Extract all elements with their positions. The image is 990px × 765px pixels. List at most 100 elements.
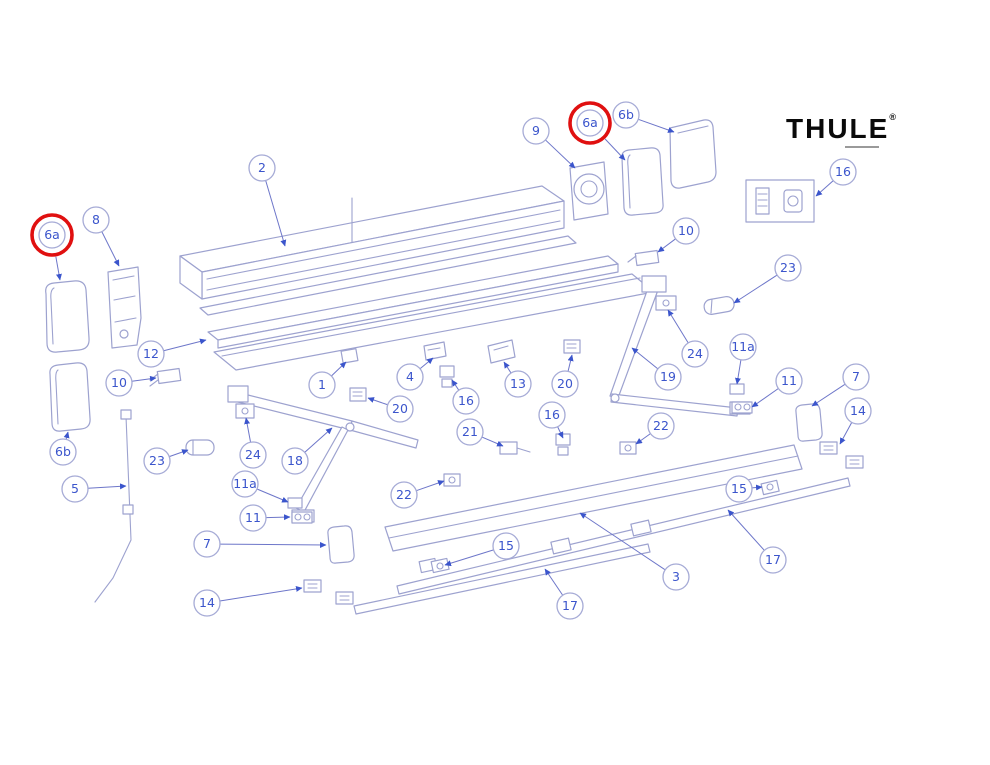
leader-17 xyxy=(544,568,564,596)
callout-3: 3 xyxy=(662,563,690,591)
part-24-right xyxy=(655,295,677,311)
part-21 xyxy=(499,441,531,455)
part-13 xyxy=(487,339,516,364)
leader-17 xyxy=(727,509,765,551)
mount-bracket-8 xyxy=(107,266,142,349)
endcap-6b-left xyxy=(49,362,91,432)
leader-23 xyxy=(169,449,189,458)
callout-16: 16 xyxy=(452,387,480,415)
highlight-ring xyxy=(30,213,74,257)
callout-label: 6b xyxy=(55,444,71,459)
part-23-left xyxy=(185,439,215,456)
callout-label: 21 xyxy=(462,424,478,439)
callout-6b: 6b xyxy=(612,101,640,129)
leader-8 xyxy=(101,231,120,267)
callout-label: 5 xyxy=(71,481,79,496)
part-7-left xyxy=(327,525,355,564)
callout-label: 1 xyxy=(318,377,326,392)
part-20-right xyxy=(563,339,581,354)
callout-label: 16 xyxy=(544,407,560,422)
callout-label: 9 xyxy=(532,123,540,138)
leader-10 xyxy=(131,375,157,382)
leader-3 xyxy=(579,512,666,571)
callout-label: 14 xyxy=(850,403,866,418)
callout-label: 15 xyxy=(731,481,747,496)
callout-17: 17 xyxy=(556,592,584,620)
callout-18: 18 xyxy=(281,447,309,475)
callout-7: 7 xyxy=(842,363,870,391)
callout-5: 5 xyxy=(61,475,89,503)
front-panel xyxy=(384,444,803,552)
callout-9: 9 xyxy=(522,117,550,145)
leader-22 xyxy=(635,433,651,445)
callout-label: 16 xyxy=(458,393,474,408)
thule-logo: THULE® xyxy=(786,112,896,145)
leader-6a xyxy=(604,138,626,161)
callout-label: 6a xyxy=(582,115,598,130)
callout-label: 20 xyxy=(392,401,408,416)
leader-21 xyxy=(481,436,504,447)
callout-11a: 11a xyxy=(231,470,259,498)
endcap-6a-left xyxy=(45,280,90,353)
callout-label: 7 xyxy=(203,536,211,551)
leader-6b xyxy=(638,118,675,133)
leader-19 xyxy=(631,347,659,370)
part-1 xyxy=(340,348,359,364)
callout-label: 24 xyxy=(245,447,261,462)
leader-14 xyxy=(219,585,303,602)
callout-14: 14 xyxy=(193,589,221,617)
part-15-right xyxy=(760,479,780,496)
part-22-right xyxy=(619,441,637,455)
part-24-left xyxy=(235,403,255,419)
registered-mark: ® xyxy=(889,112,896,122)
callout-20: 20 xyxy=(386,395,414,423)
endcap-6b-right xyxy=(669,119,717,189)
callout-label: 2 xyxy=(258,160,266,175)
callout-11a: 11a xyxy=(729,333,757,361)
leader-22 xyxy=(416,480,445,492)
callout-label: 23 xyxy=(149,453,165,468)
thule-logo-text: THULE xyxy=(786,113,890,144)
small-parts xyxy=(149,249,864,605)
highlight-ring xyxy=(568,101,612,145)
leader-14 xyxy=(839,422,853,445)
callout-23: 23 xyxy=(774,254,802,282)
callout-12: 12 xyxy=(137,340,165,368)
leader-11a xyxy=(734,359,742,385)
callout-13: 13 xyxy=(504,370,532,398)
leader-6a xyxy=(55,256,62,281)
leader-24 xyxy=(667,309,689,344)
part-14-left xyxy=(303,579,354,605)
logo-subtext-bar xyxy=(845,146,879,148)
part-11-right xyxy=(731,401,753,414)
callout-11: 11 xyxy=(775,367,803,395)
awning-cassette xyxy=(179,185,565,300)
leader-18 xyxy=(304,427,333,453)
leader-6b xyxy=(63,431,70,440)
part-10-right xyxy=(627,249,660,267)
callout-label: 4 xyxy=(406,369,414,384)
callout-19: 19 xyxy=(654,363,682,391)
callout-label: 22 xyxy=(396,487,412,502)
callout-8: 8 xyxy=(82,206,110,234)
support-pole xyxy=(94,409,134,603)
leader-lines xyxy=(55,118,853,602)
callout-1: 1 xyxy=(308,371,336,399)
callout-21: 21 xyxy=(456,418,484,446)
callout-11: 11 xyxy=(239,504,267,532)
callout-label: 14 xyxy=(199,595,215,610)
callout-label: 16 xyxy=(835,164,851,179)
callout-24: 24 xyxy=(239,441,267,469)
callout-label: 20 xyxy=(557,376,573,391)
gear-unit-9 xyxy=(569,161,609,221)
callout-label: 17 xyxy=(765,552,781,567)
callout-6a: 6a xyxy=(568,101,612,145)
callout-10: 10 xyxy=(672,217,700,245)
callout-14: 14 xyxy=(844,397,872,425)
callout-label: 23 xyxy=(780,260,796,275)
callout-20: 20 xyxy=(551,370,579,398)
leader-16 xyxy=(815,180,834,197)
part-11a-left xyxy=(287,497,303,509)
callout-label: 17 xyxy=(562,598,578,613)
roller-tube xyxy=(207,255,619,349)
